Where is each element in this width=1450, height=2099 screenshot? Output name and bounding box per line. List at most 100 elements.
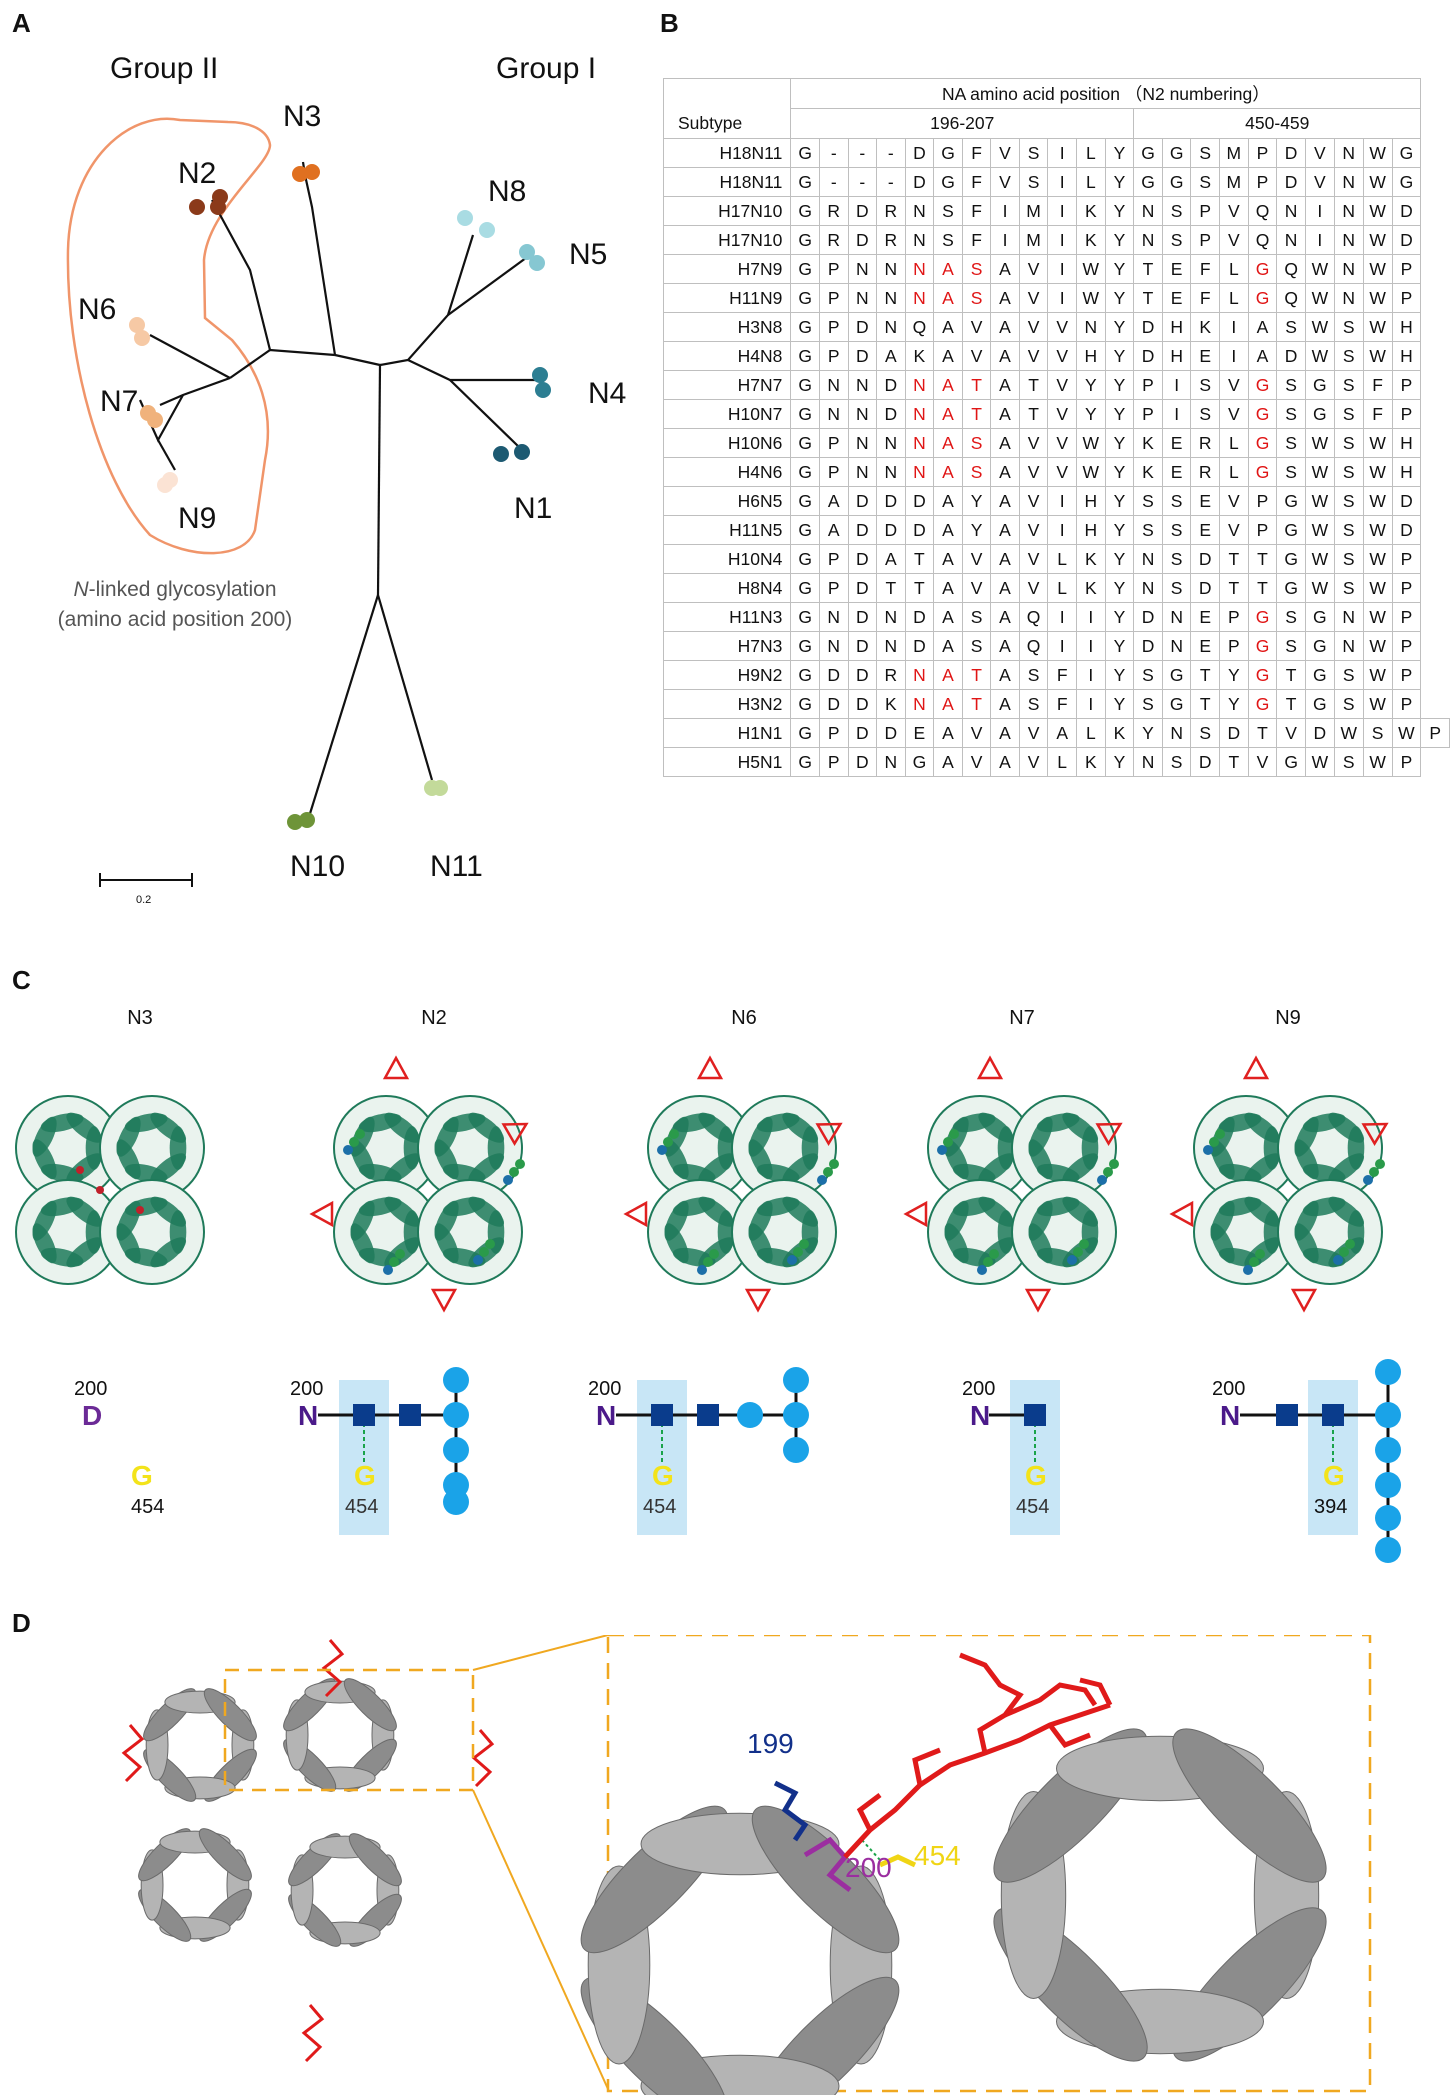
residue-cell: D bbox=[847, 225, 878, 255]
residue-cell: R bbox=[1190, 428, 1220, 458]
tetramer-n6 bbox=[623, 1055, 843, 1313]
glycan-sticks bbox=[843, 1652, 1113, 1859]
glycan-bead bbox=[1243, 1265, 1253, 1275]
residue-cell: N bbox=[818, 370, 849, 400]
residue-cell: D bbox=[1190, 544, 1220, 574]
residue-cell: D bbox=[876, 399, 906, 429]
residue-cell: G bbox=[1161, 660, 1192, 690]
residue-cell: N bbox=[876, 631, 906, 661]
residue-cell: T bbox=[1247, 573, 1278, 603]
residue-cell: P bbox=[818, 283, 849, 313]
zoom-connector-top bbox=[472, 1635, 609, 1671]
residue-cell: S bbox=[1190, 399, 1220, 429]
leaf-dot-n2 bbox=[212, 189, 228, 205]
residue-cell: D bbox=[1391, 196, 1422, 226]
residue-cell: E bbox=[1161, 457, 1192, 487]
residue-cell: F bbox=[961, 196, 992, 226]
residue-cell: I bbox=[1218, 312, 1249, 342]
residue-cell: A bbox=[933, 341, 963, 371]
residue-cell: A bbox=[933, 457, 963, 487]
glycan-bead bbox=[1067, 1255, 1077, 1265]
residue-cell: W bbox=[1362, 486, 1393, 516]
residue-cell: F bbox=[961, 138, 992, 168]
residue-cell: - bbox=[876, 167, 906, 197]
residue-cell: V bbox=[990, 167, 1020, 197]
glycan-stick-right bbox=[471, 1729, 495, 1788]
residue-cell: V bbox=[1047, 312, 1077, 342]
subtype-cell: H6N5 bbox=[662, 486, 792, 516]
residue-cell: P bbox=[818, 428, 849, 458]
glycan-bead bbox=[989, 1249, 999, 1259]
residue-cell: T bbox=[1018, 370, 1049, 400]
residue-cell: N bbox=[1133, 573, 1163, 603]
glycan-bead bbox=[1339, 1247, 1349, 1257]
residue-cell: V bbox=[1218, 370, 1249, 400]
leaf-dot-n10 bbox=[287, 814, 303, 830]
subtype-cell: H4N8 bbox=[662, 341, 792, 371]
residue-cell: Y bbox=[1104, 225, 1135, 255]
leaf-label-n7: N7 bbox=[100, 385, 139, 418]
residue-cell: K bbox=[904, 341, 935, 371]
residue-cell: N bbox=[1333, 225, 1364, 255]
residue-cell: D bbox=[904, 138, 935, 168]
zoom-monomer-right bbox=[993, 1728, 1327, 2062]
residue-cell: S bbox=[1333, 457, 1364, 487]
residue-cell: V bbox=[961, 544, 992, 574]
residue-cell: K bbox=[876, 689, 906, 719]
residue-cell: D bbox=[876, 515, 906, 545]
glycosylation-note: N-linked glycosylation (amino acid posit… bbox=[30, 575, 320, 635]
residue-cell: V bbox=[961, 718, 992, 748]
residue-cell: N bbox=[847, 457, 878, 487]
residue-cell: N bbox=[1133, 747, 1163, 777]
glycan-bead bbox=[355, 1129, 365, 1139]
subtype-cell: H5N1 bbox=[662, 747, 792, 777]
residue-cell: G bbox=[790, 660, 820, 690]
residue-cell: V bbox=[1018, 341, 1049, 371]
glycan-bead bbox=[663, 1137, 673, 1147]
mannose-circle bbox=[1375, 1402, 1401, 1428]
residue-cell: W bbox=[1362, 602, 1393, 632]
residue-cell: W bbox=[1304, 747, 1335, 777]
residue-cell: Q bbox=[904, 312, 935, 342]
residue-cell: S bbox=[961, 457, 992, 487]
n2-position-200: 200 bbox=[290, 1378, 324, 1400]
residue-cell: S bbox=[1133, 515, 1163, 545]
leaf-dot-n2 bbox=[189, 199, 205, 215]
residue-cell: N bbox=[904, 196, 935, 226]
residue-cell: A bbox=[1047, 718, 1077, 748]
glycosylation-arrow bbox=[903, 1200, 928, 1228]
monomer bbox=[647, 1095, 753, 1201]
glycosylation-arrow bbox=[1024, 1288, 1052, 1313]
residue-cell: Y bbox=[1075, 370, 1106, 400]
residue-cell: A bbox=[990, 254, 1020, 284]
residue-cell: S bbox=[1190, 718, 1220, 748]
residue-cell: A bbox=[933, 312, 963, 342]
subtype-cell: H17N10 bbox=[662, 225, 792, 255]
residue-cell: A bbox=[876, 341, 906, 371]
leaf-markers bbox=[129, 164, 551, 830]
glycan-n6 bbox=[616, 1367, 809, 1465]
n6-position-200: 200 bbox=[588, 1378, 622, 1400]
group-i-label: Group I bbox=[496, 52, 597, 85]
residue-cell: S bbox=[1161, 515, 1192, 545]
residue-cell: A bbox=[933, 631, 963, 661]
monomer-ribbon bbox=[283, 1678, 397, 1792]
residue-cell: D bbox=[1133, 312, 1163, 342]
residue-cell: Y bbox=[1104, 312, 1135, 342]
residue-cell: - bbox=[876, 138, 906, 168]
residue-cell: D bbox=[1133, 631, 1163, 661]
leaf-dot-n1 bbox=[493, 446, 509, 462]
residue-cell: Y bbox=[1104, 138, 1135, 168]
residue-cell: - bbox=[847, 138, 878, 168]
glcnac-square bbox=[1276, 1404, 1298, 1426]
residue-cell: W bbox=[1304, 341, 1335, 371]
residue-cell: N bbox=[847, 428, 878, 458]
residue-cell: N bbox=[876, 312, 906, 342]
monomer bbox=[1277, 1179, 1383, 1285]
residue-cell: G bbox=[790, 370, 820, 400]
zoom-monomer-left bbox=[580, 1805, 900, 2095]
residue-cell: S bbox=[933, 225, 963, 255]
